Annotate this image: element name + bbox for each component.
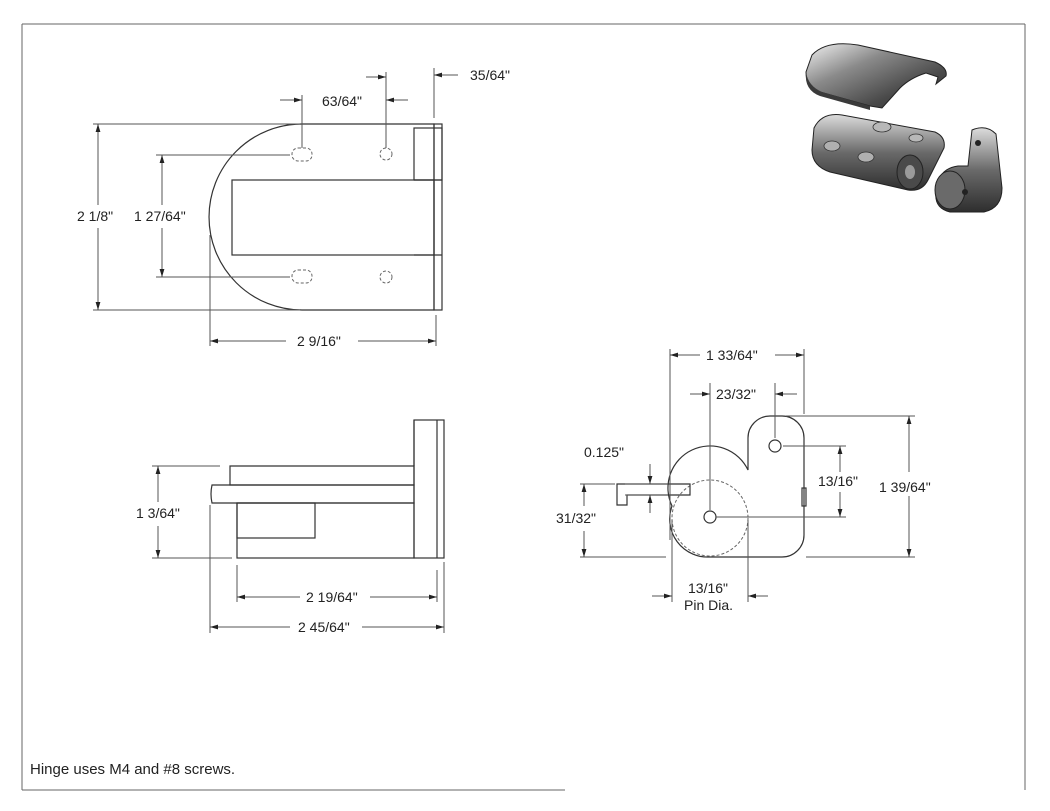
dim-plate-label: 0.125"	[584, 444, 624, 460]
dim-pin-height-label: 31/32"	[556, 510, 596, 526]
side-view-outline	[210, 419, 445, 559]
dim-hole-offset: 13/16"	[716, 445, 858, 518]
iso-leaf-bottom	[811, 114, 945, 191]
dim-pin-height: 31/32"	[556, 483, 666, 558]
dim-thickness-side: 1 3/64"	[136, 465, 232, 559]
dim-slot-spacing: 1 27/64"	[134, 154, 290, 278]
dim-body-length-label: 2 19/64"	[306, 589, 358, 605]
iso-leaf-top	[805, 43, 947, 110]
end-view: 1 33/64" 23/32" 0.125" 31/32"	[556, 347, 931, 613]
dim-end-width: 1 33/64"	[669, 347, 805, 540]
side-view: 1 3/64" 2 19/64" 2 45/64"	[136, 419, 445, 635]
dim-pin-dia-label: Pin Dia.	[684, 597, 733, 613]
iso-pin-plate	[934, 127, 1003, 213]
dim-end-height: 1 39/64"	[786, 415, 931, 558]
sheet-frame	[21, 23, 1026, 791]
dim-pin-dia-value: 13/16"	[688, 580, 728, 596]
dim-end-offset: 23/32"	[690, 383, 797, 510]
isometric-render	[805, 43, 1003, 213]
dim-hole-spacing: 63/64"	[280, 72, 408, 148]
dim-plate: 0.125"	[584, 444, 668, 513]
dim-end-width-label: 1 33/64"	[706, 347, 758, 363]
dim-thickness-side-label: 1 3/64"	[136, 505, 180, 521]
dim-hole-spacing-label: 63/64"	[322, 93, 362, 109]
dim-height-top-label: 2 1/8"	[77, 208, 113, 224]
dim-body-length: 2 19/64"	[236, 565, 438, 605]
dim-pin-dia: 13/16" Pin Dia.	[652, 520, 768, 613]
dim-flange-label: 35/64"	[470, 67, 510, 83]
top-view-outline	[208, 123, 443, 311]
dim-hole-offset-label: 13/16"	[818, 473, 858, 489]
top-view: 63/64" 35/64" 2 1/8" 1 27/64"	[77, 67, 510, 349]
dim-slot-spacing-label: 1 27/64"	[134, 208, 186, 224]
dim-end-offset-label: 23/32"	[716, 386, 756, 402]
dim-width-top-label: 2 9/16"	[297, 333, 341, 349]
dim-width-top: 2 9/16"	[209, 235, 437, 349]
footer-note: Hinge uses M4 and #8 screws.	[30, 761, 236, 778]
end-view-outline	[616, 415, 807, 558]
dim-height-top: 2 1/8"	[77, 123, 300, 311]
dim-overall-length-label: 2 45/64"	[298, 619, 350, 635]
dim-overall-length: 2 45/64"	[209, 505, 445, 635]
dim-end-height-label: 1 39/64"	[879, 479, 931, 495]
dim-flange: 35/64"	[433, 67, 510, 118]
